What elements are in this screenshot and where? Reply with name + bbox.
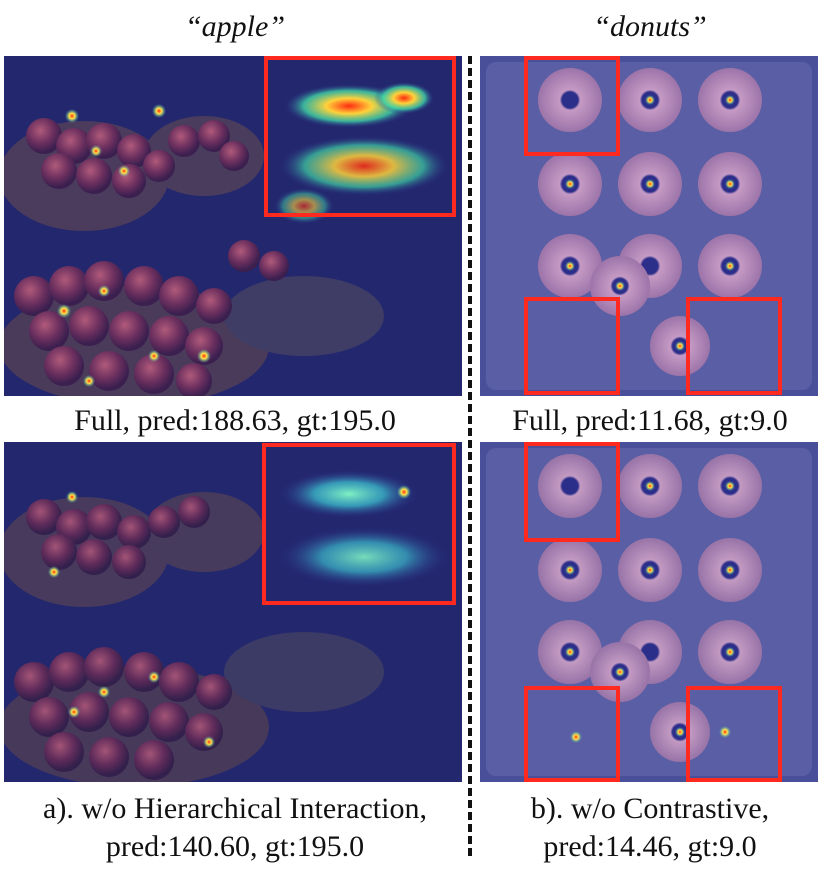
highlight-box <box>264 56 456 217</box>
apple-heatmap-full <box>4 56 462 396</box>
highlight-box <box>262 443 456 605</box>
caption-line: b). w/o Contrastive, <box>530 792 770 825</box>
highlight-box <box>524 297 620 395</box>
caption-line: pred:140.60, gt:195.0 <box>105 830 365 863</box>
highlight-box <box>524 442 620 542</box>
caption-apple-wo-hierarchical: a). w/o Hierarchical Interaction, pred:1… <box>0 790 470 866</box>
column-title-apple: “apple” <box>184 10 286 43</box>
highlight-box <box>524 686 620 782</box>
highlight-box <box>686 297 782 395</box>
donuts-heatmap-full <box>480 56 818 396</box>
caption-line: a). w/o Hierarchical Interaction, <box>43 792 427 825</box>
column-divider <box>468 56 472 856</box>
caption-donuts-wo-contrastive: b). w/o Contrastive, pred:14.46, gt:9.0 <box>470 790 830 866</box>
highlight-box <box>524 56 620 156</box>
caption-apple-full: Full, pred:188.63, gt:195.0 <box>74 404 396 437</box>
caption-donuts-full: Full, pred:11.68, gt:9.0 <box>512 404 788 437</box>
apple-heatmap-wo-hierarchical <box>4 442 462 782</box>
highlight-box <box>686 686 782 782</box>
caption-line: pred:14.46, gt:9.0 <box>543 830 757 863</box>
column-title-donuts: “donuts” <box>593 10 707 43</box>
donuts-heatmap-wo-contrastive <box>480 442 818 782</box>
